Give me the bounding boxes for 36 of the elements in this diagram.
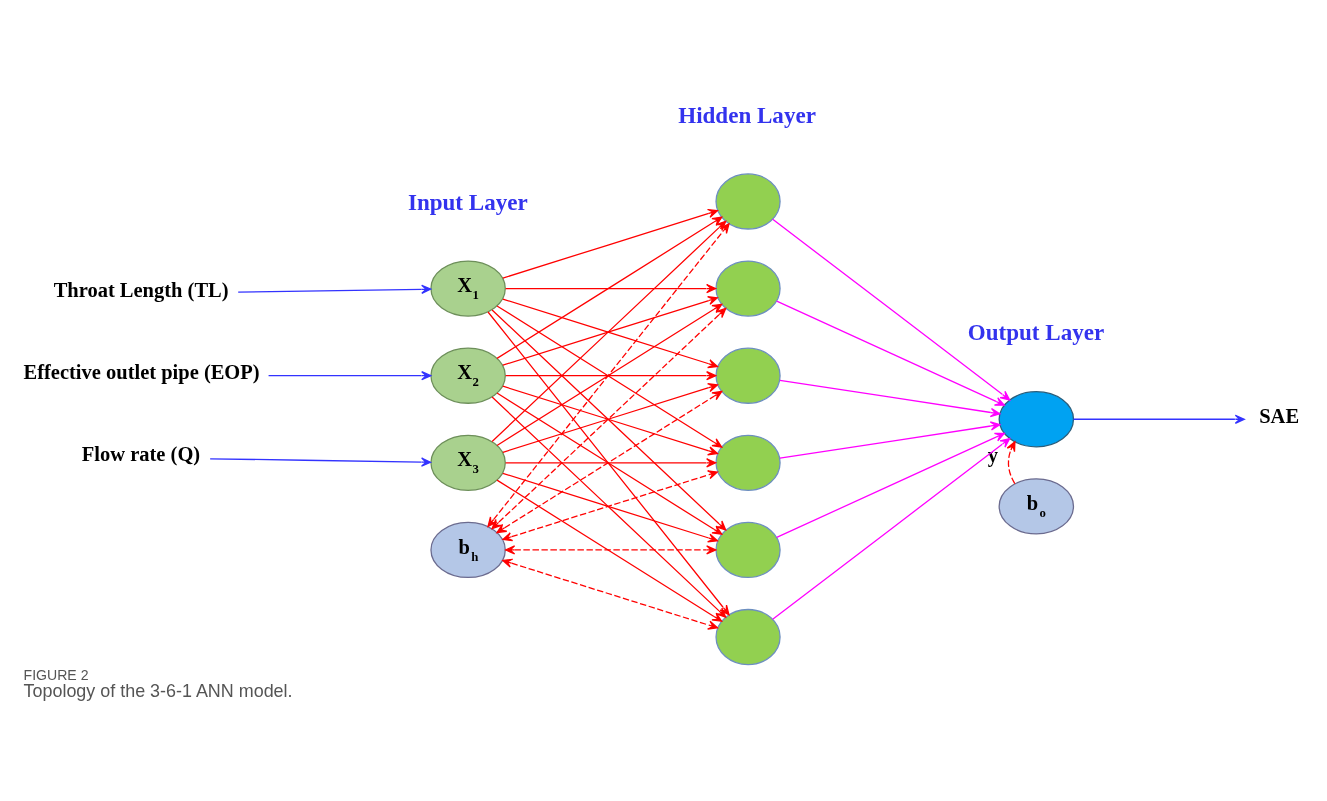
arrow: [505, 544, 717, 555]
arrow: [209, 456, 432, 467]
label: Input Layer: [407, 188, 528, 215]
node-ellipse: X$_{2}$: [430, 347, 506, 404]
diagram-title: FIGURE 2: [23, 666, 89, 683]
arrow: [496, 216, 723, 359]
node-circle: [715, 434, 781, 491]
node-label: y: [987, 443, 998, 466]
node-ellipse: X$_{1}$: [430, 259, 506, 317]
arrow: [505, 283, 717, 293]
arrow: [505, 457, 717, 467]
arrow: [1006, 440, 1016, 484]
arrow: [502, 558, 719, 630]
node-text: Effective outlet pipe (EOP): [23, 360, 260, 383]
node-ellipse: X$_{3}$: [430, 434, 506, 491]
arrow: [779, 420, 1001, 459]
arrow: [779, 379, 1001, 417]
node-text: Throat Length (TL): [53, 278, 229, 301]
arrow: [505, 370, 717, 380]
node-circle: [715, 347, 781, 404]
node-text: Flow rate (Q): [81, 442, 201, 465]
node-text: SAE: [1259, 404, 1300, 427]
arrow: [237, 284, 432, 294]
caption: Topology of the 3-6-1 ANN model.: [23, 680, 293, 701]
label: Hidden Layer: [678, 101, 816, 128]
arrow: [772, 437, 1011, 620]
label: Output Layer: [967, 318, 1105, 345]
arrow: [1072, 414, 1245, 424]
arrow: [491, 395, 727, 618]
arrow: [772, 218, 1011, 401]
arrow: [776, 299, 1005, 406]
arrow: [776, 432, 1005, 538]
arrow: [267, 370, 432, 380]
node-ellipse: b$_{o}$: [998, 477, 1075, 535]
arrow: [496, 479, 723, 622]
arrow: [502, 208, 719, 279]
